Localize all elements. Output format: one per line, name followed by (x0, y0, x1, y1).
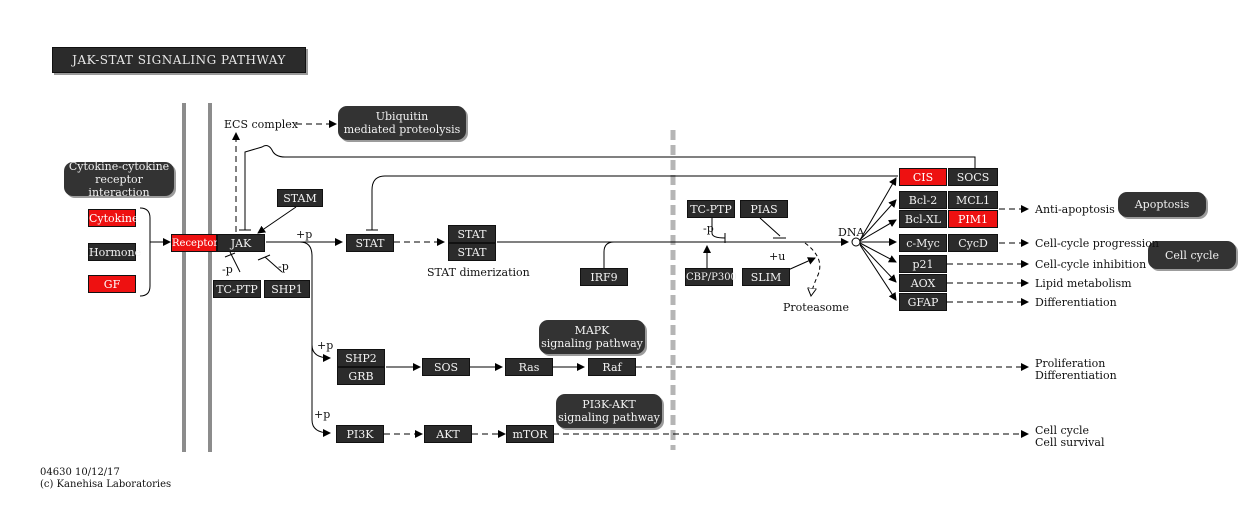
gene-tc-ptp-left[interactable]: TC-PTP (213, 280, 261, 298)
gene-p21[interactable]: p21 (899, 255, 947, 273)
gene-grb[interactable]: GRB (337, 367, 385, 385)
gene-socs[interactable]: SOCS (948, 168, 998, 186)
gene-slim[interactable]: SLIM (742, 268, 790, 286)
map-pi3k-akt[interactable]: PI3K-AKT signaling pathway (556, 394, 662, 428)
label-stat-dimerization: STAT dimerization (427, 266, 530, 279)
gene-stat-dimer-a[interactable]: STAT (448, 225, 496, 243)
label-plus-p-shp2: +p (317, 339, 334, 352)
footer-copyright: (c) Kanehisa Laboratories (40, 479, 172, 490)
gene-cycd[interactable]: CycD (948, 234, 998, 252)
label-proteasome: Proteasome (783, 301, 849, 314)
gene-tc-ptp-right[interactable]: TC-PTP (687, 200, 735, 218)
label-cell-cycle-inhibition: Cell-cycle inhibition (1035, 258, 1147, 271)
gene-gfap[interactable]: GFAP (899, 293, 947, 311)
map-ubiquitin[interactable]: Ubiquitin mediated proteolysis (338, 106, 466, 140)
label-plus-p-pi3k: +p (314, 408, 331, 421)
label-minus-p-nucleus: -p (703, 222, 714, 235)
label-proliferation: Proliferation (1035, 357, 1106, 370)
label-lipid-metabolism: Lipid metabolism (1035, 277, 1132, 290)
gene-pim1[interactable]: PIM1 (948, 210, 998, 228)
gene-raf[interactable]: Raf (588, 358, 636, 376)
gene-cis[interactable]: CIS (899, 168, 947, 186)
map-cytokine-receptor[interactable]: Cytokine-cytokine receptor interaction (64, 160, 174, 199)
label-minus-p-tcptp: -p (222, 263, 233, 276)
gene-cytokine[interactable]: Cytokine (88, 209, 138, 227)
pathway-title: JAK-STAT SIGNALING PATHWAY (52, 47, 306, 73)
label-plus-u: +u (769, 250, 786, 263)
label-differentiation: Differentiation (1035, 296, 1117, 309)
label-ecs-complex: ECS complex (224, 118, 298, 131)
gene-sos[interactable]: SOS (422, 358, 470, 376)
gene-stam[interactable]: STAM (277, 189, 323, 207)
gene-bcl-2[interactable]: Bcl-2 (899, 191, 947, 209)
label-dna: DNA (838, 226, 865, 239)
gene-stat[interactable]: STAT (346, 234, 394, 252)
gene-cbp-p300[interactable]: CBP/P300 (685, 268, 737, 286)
gene-hormone[interactable]: Hormone (88, 243, 141, 261)
gene-c-myc[interactable]: c-Myc (899, 234, 947, 252)
label-minus-p-shp1: -p (278, 260, 289, 273)
label-plus-p-jak: +p (296, 228, 313, 241)
gene-irf9[interactable]: IRF9 (580, 268, 628, 286)
gene-stat-dimer-b[interactable]: STAT (448, 243, 496, 261)
gene-shp1[interactable]: SHP1 (264, 280, 310, 298)
map-apoptosis[interactable]: Apoptosis (1118, 192, 1206, 217)
label-cell-survival: Cell survival (1035, 436, 1105, 449)
gene-receptor[interactable]: Receptor (171, 234, 218, 252)
label-cell-cycle-progression: Cell-cycle progression (1035, 237, 1159, 250)
gene-bcl-xl[interactable]: Bcl-XL (899, 210, 947, 228)
gene-gf[interactable]: GF (88, 275, 136, 293)
map-cell-cycle[interactable]: Cell cycle (1148, 241, 1236, 269)
gene-aox[interactable]: AOX (899, 274, 947, 292)
gene-mtor[interactable]: mTOR (506, 425, 554, 443)
footer-id-date: 04630 10/12/17 (40, 467, 120, 478)
gene-pi3k[interactable]: PI3K (336, 425, 384, 443)
map-mapk[interactable]: MAPK signaling pathway (539, 320, 645, 354)
gene-jak[interactable]: JAK (217, 234, 265, 252)
label-anti-apoptosis: Anti-apoptosis (1035, 203, 1115, 216)
gene-akt[interactable]: AKT (424, 425, 472, 443)
label-differentiation-2: Differentiation (1035, 369, 1117, 382)
gene-pias[interactable]: PIAS (740, 200, 788, 218)
label-cell-cycle-output: Cell cycle (1035, 424, 1090, 437)
gene-mcl1[interactable]: MCL1 (948, 191, 998, 209)
gene-shp2[interactable]: SHP2 (337, 349, 385, 367)
gene-ras[interactable]: Ras (505, 358, 553, 376)
